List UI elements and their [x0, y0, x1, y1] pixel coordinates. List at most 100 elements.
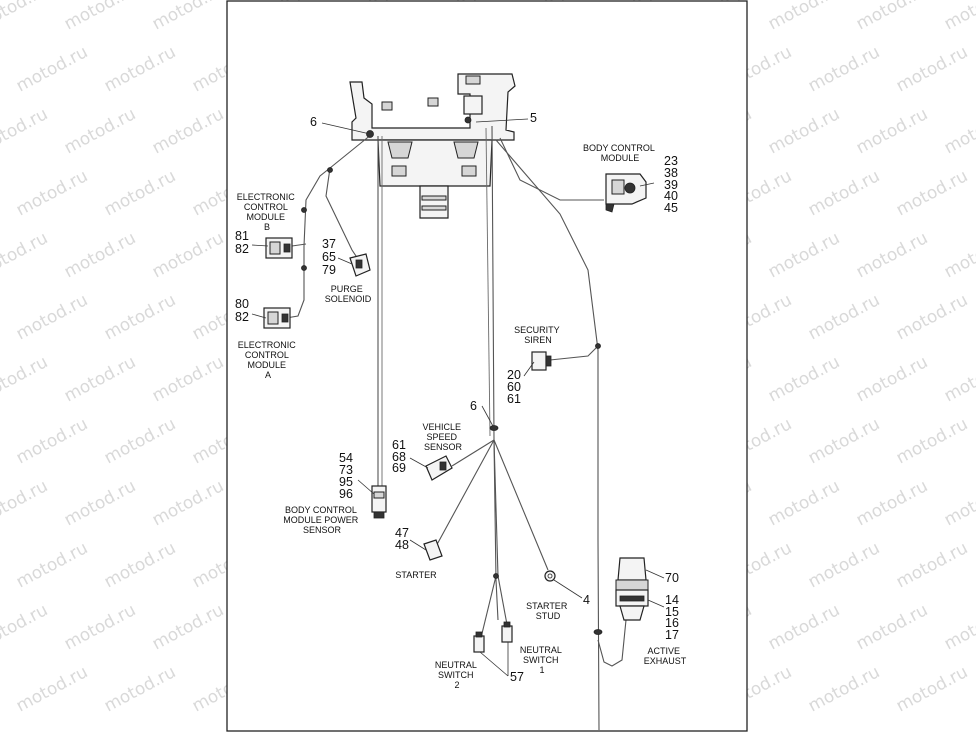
- watermark-text: motod.ru: [765, 476, 843, 530]
- body-control-module-refs: 23 38 39 40 45: [664, 154, 681, 215]
- watermark-text: motod.ru: [61, 600, 139, 654]
- watermark-text: motod.ru: [149, 104, 227, 158]
- bcm-power-sensor-refs: 54 73 95 96: [339, 451, 356, 501]
- watermark-text: motod.ru: [941, 352, 976, 406]
- watermark-text: motod.ru: [61, 104, 139, 158]
- ecm-b-connector: [265, 237, 293, 259]
- vehicle-speed-sensor-label: VEHICLE SPEED SENSOR: [422, 422, 463, 452]
- active-exhaust-refs: 70 14 15 16 17: [665, 571, 682, 642]
- labels: 6 5 6 ELECTRONIC CONTROL MODULE B 81 82 …: [235, 111, 687, 690]
- watermark-text: motod.ru: [13, 42, 91, 96]
- watermark-text: motod.ru: [765, 600, 843, 654]
- watermark-text: motod.ru: [893, 414, 971, 468]
- starter-stud-terminal: [544, 570, 556, 582]
- callout-clip-top: 6: [310, 115, 317, 129]
- watermark-text: motod.ru: [765, 0, 843, 34]
- watermark-text: motod.ru: [101, 42, 179, 96]
- watermark-text: motod.ru: [149, 600, 227, 654]
- watermark-text: motod.ru: [0, 104, 51, 158]
- watermark-text: motod.ru: [0, 476, 51, 530]
- watermark-text: motod.ru: [941, 476, 976, 530]
- watermark-text: motod.ru: [765, 352, 843, 406]
- watermark-text: motod.ru: [101, 166, 179, 220]
- watermark-text: motod.ru: [853, 228, 931, 282]
- bcm-power-sensor-part: [371, 485, 387, 519]
- purge-solenoid-part: [349, 253, 371, 277]
- watermark-text: motod.ru: [853, 104, 931, 158]
- ecm-a-label: ELECTRONIC CONTROL MODULE A: [238, 340, 299, 380]
- watermark-text: motod.ru: [941, 0, 976, 34]
- ecm-a-refs: 80 82: [235, 297, 252, 324]
- watermark-text: motod.ru: [0, 600, 51, 654]
- watermark-text: motod.ru: [893, 166, 971, 220]
- watermark-text: motod.ru: [149, 352, 227, 406]
- watermark-text: motod.ru: [101, 662, 179, 716]
- watermark-text: motod.ru: [0, 0, 51, 34]
- neutral-switch-2-part: [473, 631, 485, 653]
- starter-refs: 47 48: [395, 526, 412, 552]
- watermark-text: motod.ru: [0, 352, 51, 406]
- active-exhaust-actuator: [615, 557, 649, 621]
- watermark-text: motod.ru: [149, 476, 227, 530]
- watermark-text: motod.ru: [893, 42, 971, 96]
- neutral-switch-2-label: NEUTRAL SWITCH 2: [435, 660, 479, 690]
- vehicle-speed-sensor-refs: 61 68 69: [392, 438, 409, 475]
- security-siren-part: [531, 351, 552, 371]
- vehicle-speed-sensor-part: [425, 455, 453, 481]
- frame-bracket: [349, 73, 516, 219]
- body-control-module-part: [605, 173, 647, 213]
- watermark-text: motod.ru: [13, 290, 91, 344]
- watermark-text: motod.ru: [13, 414, 91, 468]
- starter-stud-label: STARTER STUD: [526, 601, 570, 621]
- watermark-text: motod.ru: [61, 352, 139, 406]
- watermark-text: motod.ru: [101, 414, 179, 468]
- leader-lines: [251, 118, 665, 677]
- neutral-switch-1-part: [501, 621, 513, 643]
- callout-clip-mid: 6: [470, 399, 477, 413]
- watermark-text: motod.ru: [941, 600, 976, 654]
- cable-ties: [301, 130, 603, 635]
- watermark-text: motod.ru: [13, 538, 91, 592]
- watermark-text: motod.ru: [941, 104, 976, 158]
- watermark-text: motod.ru: [765, 228, 843, 282]
- neutral-switch-ref: 57: [510, 670, 524, 684]
- watermark-text: motod.ru: [893, 662, 971, 716]
- watermark-text: motod.ru: [61, 476, 139, 530]
- watermark-text: motod.ru: [805, 538, 883, 592]
- watermark-text: motod.ru: [0, 228, 51, 282]
- purge-solenoid-refs: 37 65 79: [322, 237, 339, 277]
- callout-clip-right: 5: [530, 111, 537, 125]
- ecm-b-refs: 81 82: [235, 229, 252, 256]
- watermark-text: motod.ru: [101, 538, 179, 592]
- watermark-text: motod.ru: [149, 228, 227, 282]
- watermark-text: motod.ru: [61, 228, 139, 282]
- watermark-text: motod.ru: [805, 42, 883, 96]
- body-control-module-label: BODY CONTROL MODULE: [583, 143, 657, 163]
- watermark-text: motod.ru: [149, 0, 227, 34]
- security-siren-refs: 20 60 61: [507, 368, 524, 406]
- watermark-text: motod.ru: [893, 538, 971, 592]
- starter-label: STARTER: [395, 570, 437, 580]
- watermark-text: motod.ru: [101, 290, 179, 344]
- watermark-text: motod.ru: [853, 352, 931, 406]
- watermark-text: motod.ru: [13, 166, 91, 220]
- purge-solenoid-label: PURGE SOLENOID: [325, 284, 372, 304]
- watermark-text: motod.ru: [853, 600, 931, 654]
- watermark-text: motod.ru: [805, 414, 883, 468]
- ecm-b-label: ELECTRONIC CONTROL MODULE B: [237, 192, 298, 232]
- ecm-a-connector: [263, 307, 291, 329]
- watermark-text: motod.ru: [853, 0, 931, 34]
- starter-connector-part: [423, 539, 443, 561]
- harness-wires: [285, 125, 627, 731]
- watermark-text: motod.ru: [805, 290, 883, 344]
- active-exhaust-label: ACTIVE EXHAUST: [644, 646, 687, 666]
- starter-stud-ref: 4: [583, 593, 590, 607]
- bcm-power-sensor-label: BODY CONTROL MODULE POWER SENSOR: [283, 505, 361, 535]
- watermark-text: motod.ru: [893, 290, 971, 344]
- watermark-text: motod.ru: [805, 662, 883, 716]
- watermark-text: motod.ru: [805, 166, 883, 220]
- watermark-text: motod.ru: [765, 104, 843, 158]
- watermark-text: motod.ru: [853, 476, 931, 530]
- watermark-text: motod.ru: [61, 0, 139, 34]
